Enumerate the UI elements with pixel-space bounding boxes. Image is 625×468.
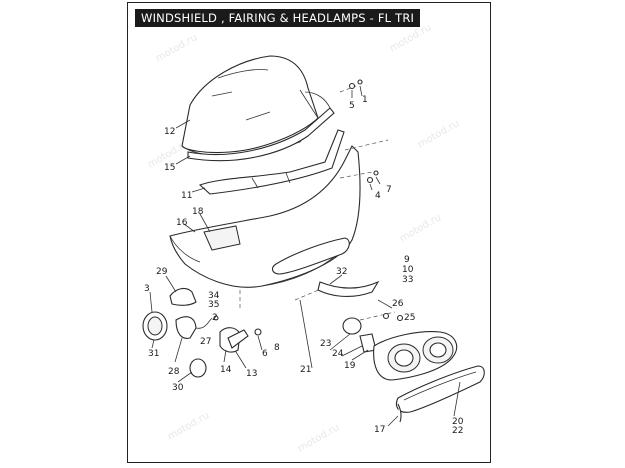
callout-34: 34	[208, 291, 220, 301]
callout-29: 29	[156, 267, 168, 277]
callout-32: 32	[336, 267, 347, 277]
inner-trim	[198, 129, 345, 195]
callout-8: 8	[274, 343, 280, 353]
callout-14: 14	[220, 365, 232, 375]
callout-17: 17	[374, 425, 385, 435]
callout-5: 5	[349, 101, 355, 111]
watermark-text: motod.ru	[154, 32, 199, 64]
turn-signal-assembly	[142, 287, 262, 378]
callout-3: 3	[144, 284, 150, 294]
callout-35: 35	[208, 300, 219, 310]
callout-9: 9	[404, 255, 410, 265]
callout-6: 6	[262, 349, 268, 359]
callout-1: 1	[362, 95, 368, 105]
callout-12: 12	[164, 127, 175, 137]
watermark-text: motod.ru	[398, 212, 443, 244]
windshield-trim	[187, 89, 335, 162]
watermark-text: motod.ru	[296, 422, 341, 454]
callout-26: 26	[392, 299, 404, 309]
callout-33: 33	[402, 275, 413, 285]
callout-23: 23	[320, 339, 331, 349]
callout-10: 10	[402, 265, 414, 275]
callout-4: 4	[375, 191, 381, 201]
watermark-text: motod.ru	[416, 118, 461, 150]
callouts: 1 5 12 15 7 4 11 18 16 9 10 33 32 29 3 3…	[144, 95, 464, 436]
fairing	[169, 145, 361, 288]
callout-13: 13	[246, 369, 257, 379]
upper-hardware	[348, 79, 381, 191]
callout-20: 20	[452, 417, 464, 427]
callout-11: 11	[181, 191, 192, 201]
callout-2: 2	[212, 313, 218, 323]
callout-22: 22	[452, 426, 463, 436]
callout-28: 28	[168, 367, 180, 377]
callout-30: 30	[172, 383, 184, 393]
callout-16: 16	[176, 218, 188, 228]
callout-24: 24	[332, 349, 344, 359]
leader-lines	[149, 119, 461, 427]
lower-trim	[317, 280, 380, 298]
callout-21: 21	[300, 365, 311, 375]
callout-31: 31	[148, 349, 159, 359]
windshield	[181, 55, 319, 156]
callout-7: 7	[386, 185, 392, 195]
callout-25: 25	[404, 313, 415, 323]
headlamp-assembly	[342, 299, 485, 423]
callout-18: 18	[192, 207, 204, 217]
callout-15: 15	[164, 163, 175, 173]
callout-19: 19	[344, 361, 356, 371]
callout-27: 27	[200, 337, 211, 347]
watermark-text: motod.ru	[388, 22, 433, 54]
diagram-title: WINDSHIELD , FAIRING & HEADLAMPS - FL TR…	[135, 9, 421, 27]
watermark-text: motod.ru	[166, 410, 211, 442]
